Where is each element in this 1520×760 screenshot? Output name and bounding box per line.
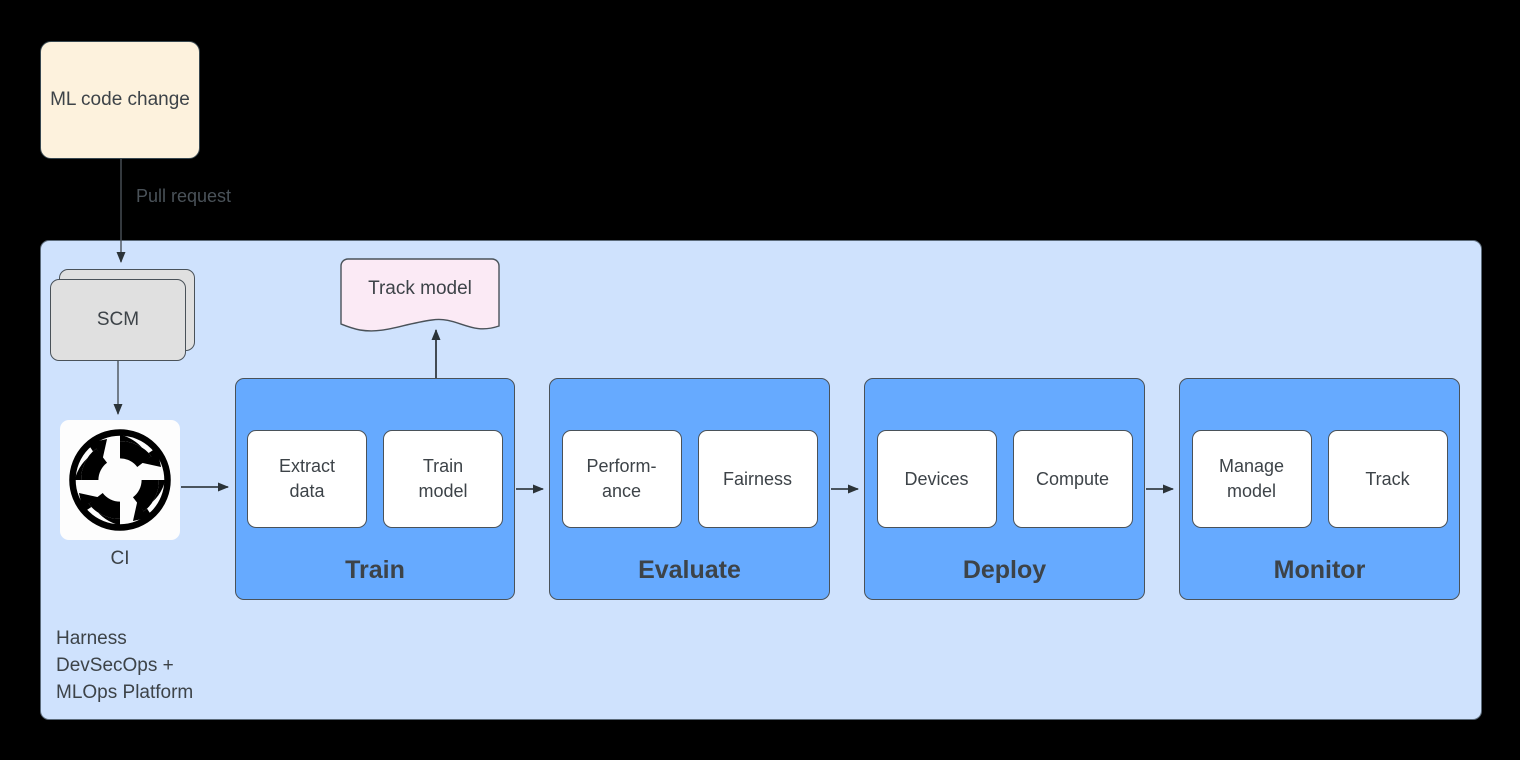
stage-deploy-title: Deploy (962, 556, 1047, 584)
stage-monitor-title: Monitor (1273, 556, 1366, 584)
substep-track: Track (1327, 430, 1448, 528)
stage-evaluate-substeps: Perform- ance Fairness (550, 430, 829, 528)
stage-monitor-substeps: Manage model Track (1180, 430, 1459, 528)
substep-compute: Compute (1012, 430, 1133, 528)
document-shape-icon (340, 258, 500, 332)
substep-devices: Devices (876, 430, 997, 528)
stage-train-substeps: Extract data Train model (236, 430, 514, 528)
stage-evaluate: Perform- ance Fairness Evaluate (549, 378, 830, 600)
stage-train: Extract data Train model Train (235, 378, 515, 600)
ml-code-change-label: ML code change (50, 89, 190, 110)
stage-train-title: Train (345, 556, 405, 584)
stage-monitor: Manage model Track Monitor (1179, 378, 1460, 600)
stage-deploy-substeps: Devices Compute (865, 430, 1144, 528)
substep-fairness: Fairness (697, 430, 818, 528)
ci-label: CI (110, 548, 130, 569)
substep-extract-data: Extract data (247, 430, 367, 528)
substep-train-model: Train model (383, 430, 503, 528)
scm-label: SCM (96, 309, 140, 330)
platform-label: Harness DevSecOps + MLOps Platform (56, 628, 194, 703)
continuous-integration-loop-icon (69, 429, 171, 531)
pull-request-edge-label: Pull request (136, 186, 232, 206)
scm-node: SCM (50, 269, 195, 361)
ml-code-change-node: ML code change (40, 41, 200, 159)
stage-deploy: Devices Compute Deploy (864, 378, 1145, 600)
ci-node (60, 420, 180, 540)
track-model-node: Track model (340, 258, 500, 336)
scm-stack-front: SCM (50, 279, 186, 361)
substep-manage-model: Manage model (1191, 430, 1312, 528)
stage-evaluate-title: Evaluate (638, 556, 741, 584)
substep-performance: Perform- ance (561, 430, 682, 528)
track-model-label: Track model (368, 278, 472, 299)
